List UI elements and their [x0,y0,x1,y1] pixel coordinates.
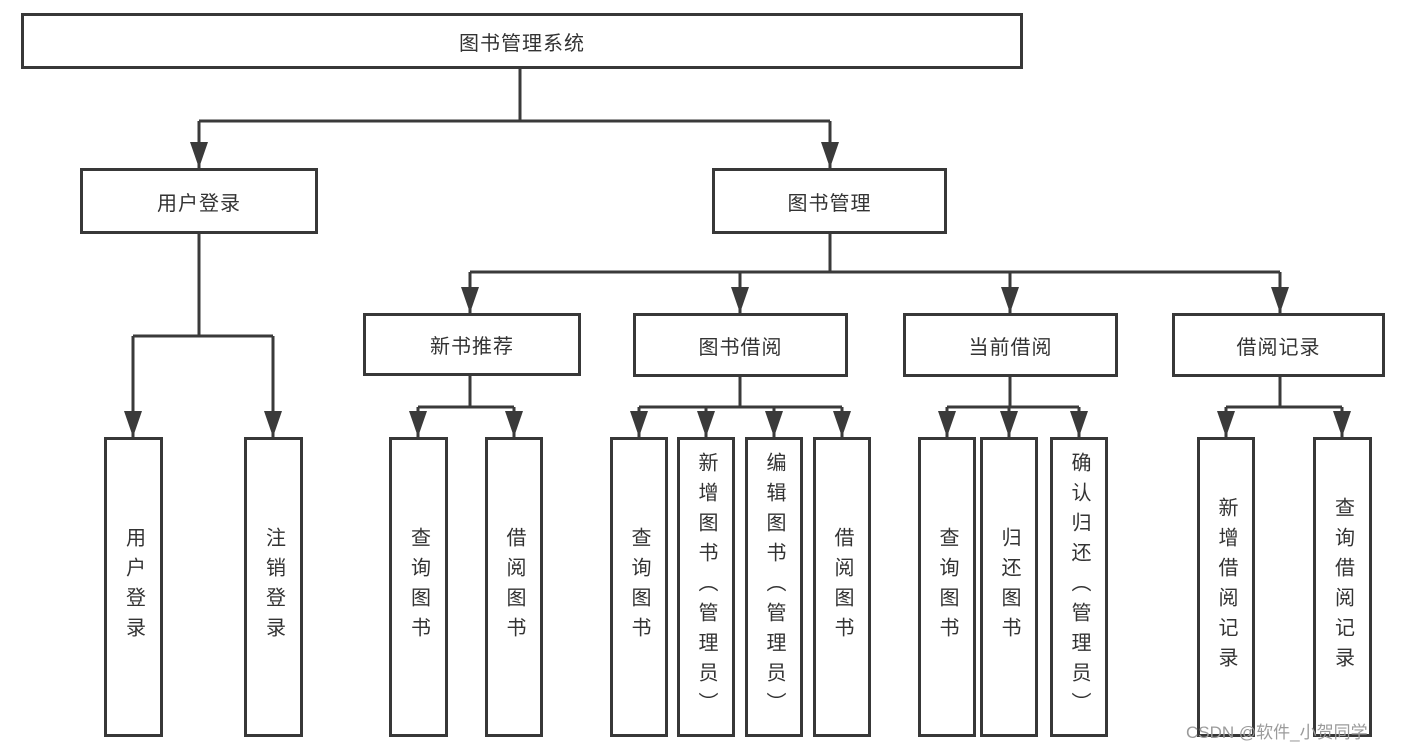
leaf-query-books-borrowing: 查询图书 [610,437,668,737]
node-library-management-system: 图书管理系统 [21,13,1023,69]
leaf-return-books: 归还图书 [980,437,1038,737]
leaf-query-borrow-record: 查询借阅记录 [1313,437,1372,737]
node-user-login: 用户登录 [80,168,318,234]
leaf-user-login: 用户登录 [104,437,163,737]
node-book-management: 图书管理 [712,168,947,234]
watermark-text: CSDN @软件_小贺同学 [1186,723,1368,742]
leaf-edit-books-admin: 编辑图书（管理员） [745,437,803,737]
node-borrowing-records: 借阅记录 [1172,313,1385,377]
leaf-add-borrow-record: 新增借阅记录 [1197,437,1255,737]
leaf-confirm-return-admin: 确认归还（管理员） [1050,437,1108,737]
leaf-borrow-books: 借阅图书 [813,437,871,737]
node-current-borrowing: 当前借阅 [903,313,1118,377]
node-book-borrowing: 图书借阅 [633,313,848,377]
leaf-add-books-admin: 新增图书（管理员） [677,437,735,737]
leaf-query-books-recommend: 查询图书 [389,437,448,737]
node-new-book-recommendation: 新书推荐 [363,313,581,376]
leaf-borrow-books-recommend: 借阅图书 [485,437,543,737]
leaf-query-books-current: 查询图书 [918,437,976,737]
leaf-logout-login: 注销登录 [244,437,303,737]
